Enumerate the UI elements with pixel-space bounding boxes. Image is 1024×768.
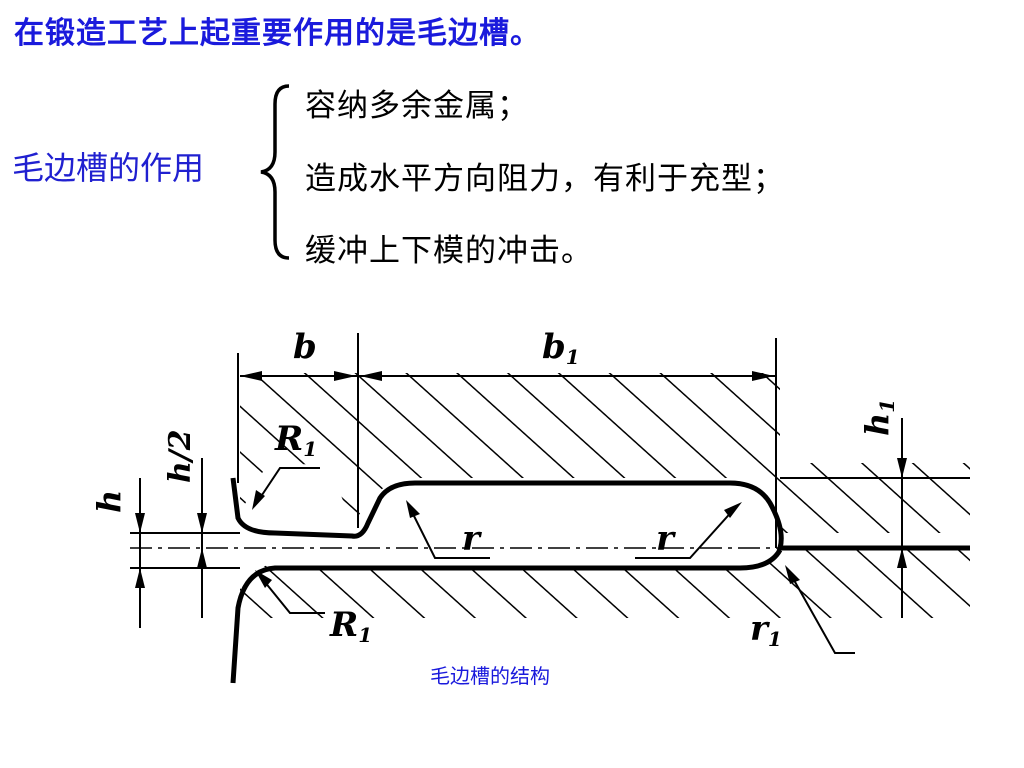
- r-left-arrow: [406, 500, 420, 518]
- label-b: b: [293, 327, 317, 367]
- h1-arrow-top: [897, 458, 907, 478]
- upper-die-hatch: [240, 373, 970, 533]
- h-half-arrow-bottom: [197, 548, 207, 568]
- r-right-arrow: [724, 502, 742, 518]
- r-right-leader: [635, 507, 736, 559]
- b1-arrow-right: [752, 371, 774, 381]
- lower-die-contour: [230, 548, 783, 684]
- label-r-right: r: [656, 519, 676, 559]
- r1-bottom-arrow: [255, 570, 272, 588]
- r-left-leader: [409, 507, 490, 559]
- label-r1: r1: [750, 609, 782, 651]
- lower-die-hatch: [240, 550, 970, 698]
- label-h: h: [90, 490, 128, 513]
- r1-leader: [789, 572, 855, 654]
- h-arrow-top: [135, 513, 145, 533]
- label-r1-top: R1: [274, 419, 317, 461]
- r1-top-arrow: [252, 490, 265, 510]
- diagram-caption: 毛边槽的结构: [430, 664, 550, 688]
- h-arrow-bottom: [135, 568, 145, 588]
- role-item-1: 容纳多余金属；: [305, 88, 529, 124]
- flash-groove-role-label: 毛边槽的作用: [12, 149, 205, 187]
- label-h1: h1: [858, 399, 899, 436]
- b-arrow-right: [334, 371, 356, 381]
- label-r1-bottom: R1: [329, 605, 372, 647]
- role-item-2: 造成水平方向阻力，有利于充型；: [305, 161, 785, 197]
- h1-arrow-bottom: [897, 548, 907, 568]
- b-arrow-left: [240, 371, 262, 381]
- r1-bottom-leader: [259, 575, 325, 614]
- flash-groove-diagram: b b1 h h/2 h1 R1 R1 r r r1: [90, 327, 970, 698]
- role-item-3: 缓冲上下模的冲击。: [305, 233, 593, 269]
- b1-arrow-left: [360, 371, 382, 381]
- label-r-left: r: [462, 519, 482, 559]
- r1-top-leader: [259, 467, 320, 499]
- r1-arrow: [785, 565, 800, 584]
- label-b1: b1: [542, 327, 580, 369]
- left-brace: [260, 84, 290, 260]
- headline: 在锻造工艺上起重要作用的是毛边槽。: [14, 16, 541, 51]
- label-h-half: h/2: [163, 429, 198, 483]
- upper-die-contour: [230, 477, 970, 551]
- h-half-arrow-top: [197, 513, 207, 533]
